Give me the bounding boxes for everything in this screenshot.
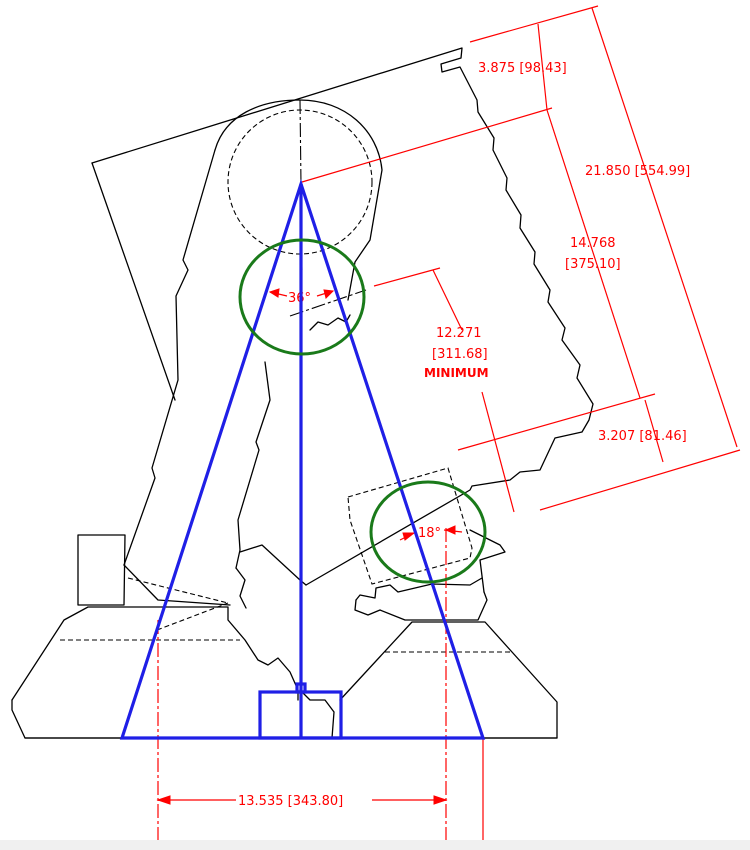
arrow-angle-lower-right: [444, 525, 456, 535]
arm-center-line: [289, 289, 367, 317]
swing-arm-right: [235, 361, 271, 569]
tilted-body-left-edge: [91, 162, 176, 401]
left-base-trapezoid: [11, 606, 299, 701]
swing-arm-top: [214, 99, 383, 301]
arrow-angle-upper-left: [268, 288, 280, 298]
ext-line-top: [469, 5, 599, 43]
right-hidden-box: [347, 467, 473, 585]
ext-line-arm: [373, 267, 441, 287]
right-connector: [469, 529, 506, 593]
left-arm-hidden: [127, 577, 229, 631]
left-tower: [77, 534, 126, 606]
dim-line-21850: [591, 7, 738, 448]
ext-line-lower: [457, 393, 656, 451]
angle-lower-label: 18°: [418, 526, 441, 541]
swing-arm-base: [123, 564, 231, 606]
dim-label-12271-2: [311.68]: [432, 347, 488, 362]
ext-line-pivot: [301, 107, 553, 183]
right-foot-notch: [355, 577, 483, 601]
center-bracket: [235, 567, 335, 739]
dim-label-12271-1: 12.271: [436, 326, 482, 341]
dim-line-3875: [537, 23, 548, 111]
arrow-13535-left: [156, 795, 171, 805]
ext-line-bottom: [539, 449, 741, 511]
arrow-angle-upper-right: [323, 289, 335, 299]
dimensions: 21.850 [554.99] 3.875 [98.43] 14.768 [37…: [156, 5, 741, 850]
lower-highlight-circle: [369, 480, 487, 584]
dim-label-13535: 13.535 [343.80]: [238, 794, 343, 809]
right-base-trapezoid: [339, 621, 558, 739]
support-triangle: [119, 178, 486, 740]
highlight-circles: [238, 238, 487, 584]
altitude-marker: [295, 682, 307, 694]
dim-label-12271-3: MINIMUM: [424, 366, 489, 380]
right-foot: [354, 591, 488, 621]
dim-line-14768: [546, 109, 641, 399]
left-base-bottom: [11, 699, 261, 739]
dim-label-3875: 3.875 [98.43]: [478, 61, 567, 76]
dim-label-14768-2: [375.10]: [565, 257, 621, 272]
footer-strip: [0, 840, 750, 850]
dim-line-12271-top: [432, 269, 463, 331]
dim-label-21850: 21.850 [554.99]: [585, 164, 690, 179]
dim-label-14768-1: 14.768: [570, 236, 616, 251]
tilted-body-outline: [91, 47, 594, 586]
dim-line-3207: [644, 399, 664, 463]
arrow-angle-lower-left: [402, 532, 416, 541]
arrow-13535-right: [433, 795, 448, 805]
upper-highlight-circle: [238, 238, 366, 356]
swing-arm-left: [123, 149, 216, 566]
center-mechanism: [239, 544, 307, 586]
dim-line-12271-bottom: [481, 391, 515, 513]
dim-label-3207: 3.207 [81.46]: [598, 429, 687, 444]
